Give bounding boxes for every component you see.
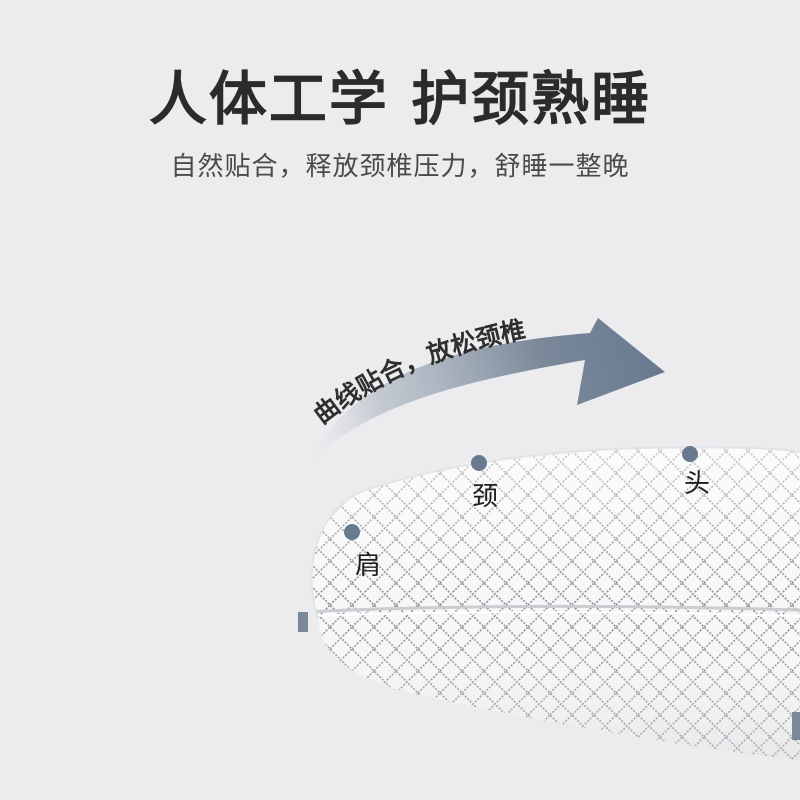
- shoulder-dot: [344, 524, 360, 540]
- neck-label: 颈: [472, 482, 498, 512]
- shoulder-label: 肩: [355, 551, 381, 581]
- pillow-base-tab-left: [298, 612, 308, 632]
- pressure-point-shoulder: 肩: [344, 524, 381, 581]
- curve-arrow: [302, 318, 665, 470]
- neck-dot: [471, 455, 487, 471]
- headline: 人体工学 护颈熟睡: [148, 65, 652, 133]
- head-label: 头: [684, 469, 710, 499]
- pillow-base-tab-right: [792, 712, 800, 740]
- pillow: [298, 446, 800, 760]
- head-dot: [682, 446, 698, 462]
- pressure-point-head: 头: [682, 446, 710, 499]
- subline: 自然贴合，释放颈椎压力，舒睡一整晚: [170, 152, 630, 182]
- pressure-point-neck: 颈: [471, 455, 498, 512]
